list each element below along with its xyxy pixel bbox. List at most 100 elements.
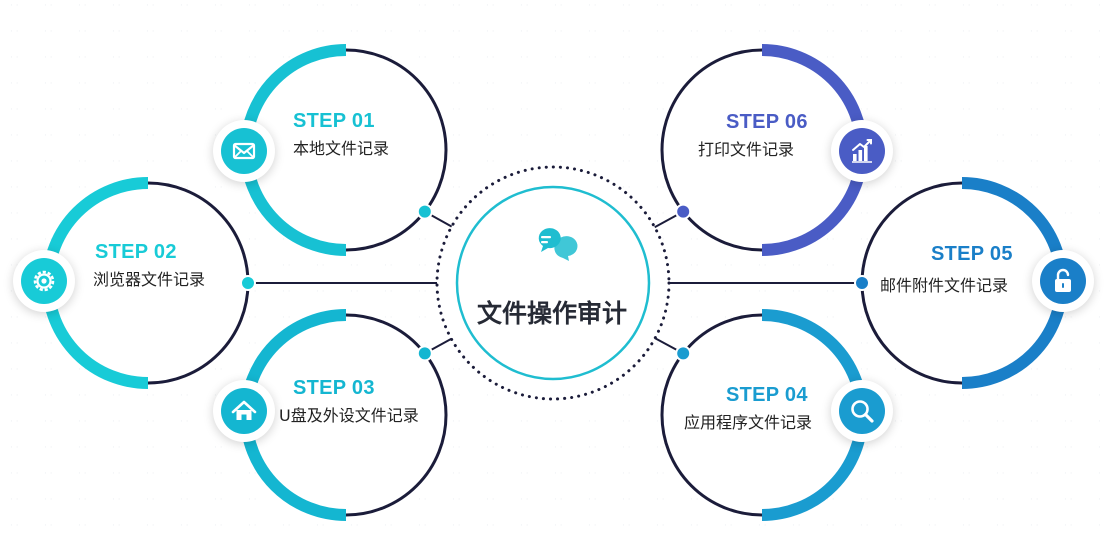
pattern-mark: · · bbox=[826, 235, 835, 245]
pattern-mark: · · bbox=[690, 1, 699, 11]
pattern-mark: · · bbox=[214, 469, 223, 479]
step-06-description: 打印文件记录 bbox=[698, 140, 795, 159]
pattern-mark: · · bbox=[452, 521, 461, 531]
pattern-mark: · · bbox=[860, 521, 869, 531]
pattern-mark: · · bbox=[520, 79, 529, 89]
pattern-mark: · · bbox=[996, 105, 1005, 115]
pattern-mark: · · bbox=[656, 443, 665, 453]
step-02-label: STEP 02 bbox=[95, 241, 177, 263]
pattern-mark: · · bbox=[860, 365, 869, 375]
pattern-mark: · · bbox=[486, 79, 495, 89]
pattern-mark: · · bbox=[928, 495, 937, 505]
pattern-mark: · · bbox=[452, 209, 461, 219]
pattern-mark: · · bbox=[486, 157, 495, 167]
pattern-mark: · · bbox=[214, 53, 223, 63]
pattern-mark: · · bbox=[1030, 391, 1039, 401]
pattern-mark: · · bbox=[996, 27, 1005, 37]
pattern-mark: · · bbox=[1030, 131, 1039, 141]
pattern-mark: · · bbox=[248, 235, 257, 245]
pattern-mark: · · bbox=[860, 339, 869, 349]
pattern-mark: · · bbox=[656, 183, 665, 193]
step-05-description: 邮件附件文件记录 bbox=[880, 276, 1009, 295]
pattern-mark: · · bbox=[622, 495, 631, 505]
pattern-mark: · · bbox=[792, 287, 801, 297]
pattern-mark: · · bbox=[214, 521, 223, 531]
pattern-mark: · · bbox=[928, 27, 937, 37]
pattern-mark: · · bbox=[520, 157, 529, 167]
pattern-mark: · · bbox=[78, 183, 87, 193]
pattern-mark: · · bbox=[860, 79, 869, 89]
pattern-mark: · · bbox=[520, 521, 529, 531]
pattern-mark: · · bbox=[452, 27, 461, 37]
pattern-mark: · · bbox=[418, 339, 427, 349]
pattern-mark: · · bbox=[962, 27, 971, 37]
step-01-description: 本地文件记录 bbox=[293, 139, 390, 158]
pattern-mark: · · bbox=[520, 53, 529, 63]
pattern-mark: · · bbox=[656, 27, 665, 37]
pattern-mark: · · bbox=[622, 521, 631, 531]
pattern-mark: · · bbox=[1098, 287, 1104, 297]
pattern-mark: · · bbox=[180, 417, 189, 427]
pattern-mark: · · bbox=[826, 287, 835, 297]
pattern-mark: · · bbox=[418, 287, 427, 297]
pattern-mark: · · bbox=[826, 261, 835, 271]
pattern-mark: · · bbox=[588, 157, 597, 167]
pattern-mark: · · bbox=[112, 495, 121, 505]
pattern-mark: · · bbox=[180, 1, 189, 11]
pattern-mark: · · bbox=[418, 495, 427, 505]
pattern-mark: · · bbox=[282, 287, 291, 297]
pattern-mark: · · bbox=[656, 417, 665, 427]
pattern-mark: · · bbox=[418, 53, 427, 63]
pattern-mark: · · bbox=[758, 287, 767, 297]
pattern-mark: · · bbox=[10, 365, 19, 375]
pattern-mark: · · bbox=[78, 53, 87, 63]
pattern-mark: · · bbox=[248, 287, 257, 297]
pattern-mark: · · bbox=[146, 469, 155, 479]
pattern-mark: · · bbox=[452, 183, 461, 193]
pattern-mark: · · bbox=[10, 105, 19, 115]
pattern-mark: · · bbox=[588, 1, 597, 11]
pattern-mark: · · bbox=[10, 495, 19, 505]
pattern-mark: · · bbox=[282, 1, 291, 11]
pattern-mark: · · bbox=[452, 417, 461, 427]
pattern-mark: · · bbox=[44, 183, 53, 193]
step-04-label: STEP 04 bbox=[726, 384, 808, 406]
pattern-mark: · · bbox=[452, 53, 461, 63]
pattern-mark: · · bbox=[146, 443, 155, 453]
pattern-mark: · · bbox=[1030, 417, 1039, 427]
pattern-mark: · · bbox=[928, 157, 937, 167]
pattern-mark: · · bbox=[350, 521, 359, 531]
pattern-mark: · · bbox=[486, 1, 495, 11]
pattern-mark: · · bbox=[996, 131, 1005, 141]
pattern-mark: · · bbox=[10, 1, 19, 11]
pattern-mark: · · bbox=[1064, 183, 1073, 193]
pattern-mark: · · bbox=[996, 1, 1005, 11]
pattern-mark: · · bbox=[996, 495, 1005, 505]
pattern-mark: · · bbox=[10, 469, 19, 479]
pattern-mark: · · bbox=[1064, 53, 1073, 63]
pattern-mark: · · bbox=[248, 339, 257, 349]
pattern-mark: · · bbox=[622, 79, 631, 89]
pattern-mark: · · bbox=[10, 131, 19, 141]
step-03-label: STEP 03 bbox=[293, 377, 375, 399]
pattern-mark: · · bbox=[248, 469, 257, 479]
pattern-mark: · · bbox=[1098, 105, 1104, 115]
pattern-mark: · · bbox=[486, 443, 495, 453]
pattern-mark: · · bbox=[588, 417, 597, 427]
pattern-mark: · · bbox=[724, 313, 733, 323]
pattern-mark: · · bbox=[588, 495, 597, 505]
pattern-mark: · · bbox=[622, 27, 631, 37]
pattern-mark: · · bbox=[248, 1, 257, 11]
pattern-mark: · · bbox=[180, 495, 189, 505]
pattern-mark: · · bbox=[10, 521, 19, 531]
pattern-mark: · · bbox=[1064, 79, 1073, 89]
pattern-mark: · · bbox=[1098, 469, 1104, 479]
step-02-connector-dot bbox=[240, 275, 256, 291]
pattern-mark: · · bbox=[44, 365, 53, 375]
pattern-mark: · · bbox=[894, 183, 903, 193]
pattern-mark: · · bbox=[792, 1, 801, 11]
pattern-mark: · · bbox=[1030, 27, 1039, 37]
pattern-mark: · · bbox=[1098, 391, 1104, 401]
pattern-mark: · · bbox=[622, 131, 631, 141]
pattern-mark: · · bbox=[44, 53, 53, 63]
